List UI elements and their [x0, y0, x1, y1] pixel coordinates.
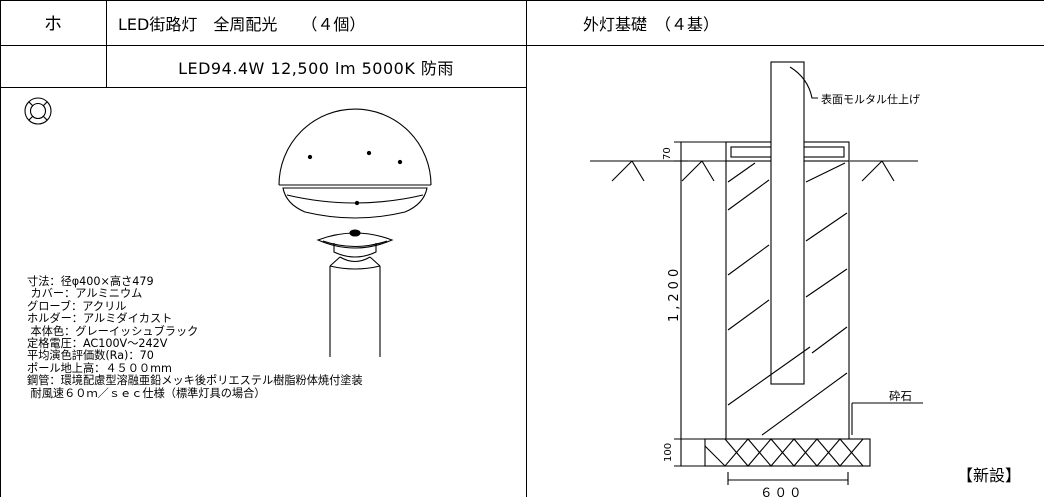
top-border [0, 0, 1044, 1]
fixture-symbol-icon [24, 97, 52, 125]
spec-line: 耐風速６０ｍ／ｓｅｃ仕様（標準灯具の場合） [27, 386, 266, 400]
spec-row-divider [0, 87, 526, 88]
fixture-code: ホ [44, 13, 62, 35]
header-row-divider [0, 45, 1044, 46]
dimension-bottom: 100 [663, 442, 674, 462]
spec-line: 定格電圧：AC100V～242V [27, 337, 168, 351]
dimension-top: 70 [662, 147, 673, 160]
status-label: 【新設】 [957, 466, 1022, 485]
street-light-drawing [278, 108, 432, 357]
fixture-title: LED街路灯 全周配光 （４個） [118, 14, 366, 34]
center-column-divider [526, 0, 527, 497]
fixture-spec: LED94.4W 12,500 lm 5000K 防雨 [178, 58, 454, 78]
dimension-width: ６００ [760, 485, 804, 500]
fixture-spec-list: 寸法：径φ400×高さ479 カバー：アルミニウム グローブ：アクリル ホルダー… [27, 275, 363, 400]
foundation-title: 外灯基礎 （４基） [583, 14, 720, 34]
spec-line: 鋼管：環境配慮型溶融亜鉛メッキ後ポリエステル樹脂粉体焼付塗装 [27, 374, 363, 388]
foundation-drawing [590, 61, 923, 485]
spec-line: ホルダー：アルミダイカスト [27, 312, 173, 326]
spec-line: 寸法：径φ400×高さ479 [27, 275, 154, 288]
spec-line: 平均演色評価数(Ra)：70 [27, 349, 154, 363]
spec-line: カバー：アルミニウム [27, 287, 143, 301]
gravel-label: 砕石 [889, 389, 912, 403]
dimension-depth: 1,200 [667, 264, 682, 322]
spec-line: ポール地上高：４５００mm [27, 361, 172, 375]
spec-line: 本体色：グレーイッシュブラック [27, 324, 199, 338]
code-column-divider [106, 0, 107, 88]
left-border [0, 0, 1, 497]
spec-line: グローブ：アクリル [27, 299, 127, 313]
mortar-finish-label: 表面モルタル仕上げ [821, 93, 920, 106]
